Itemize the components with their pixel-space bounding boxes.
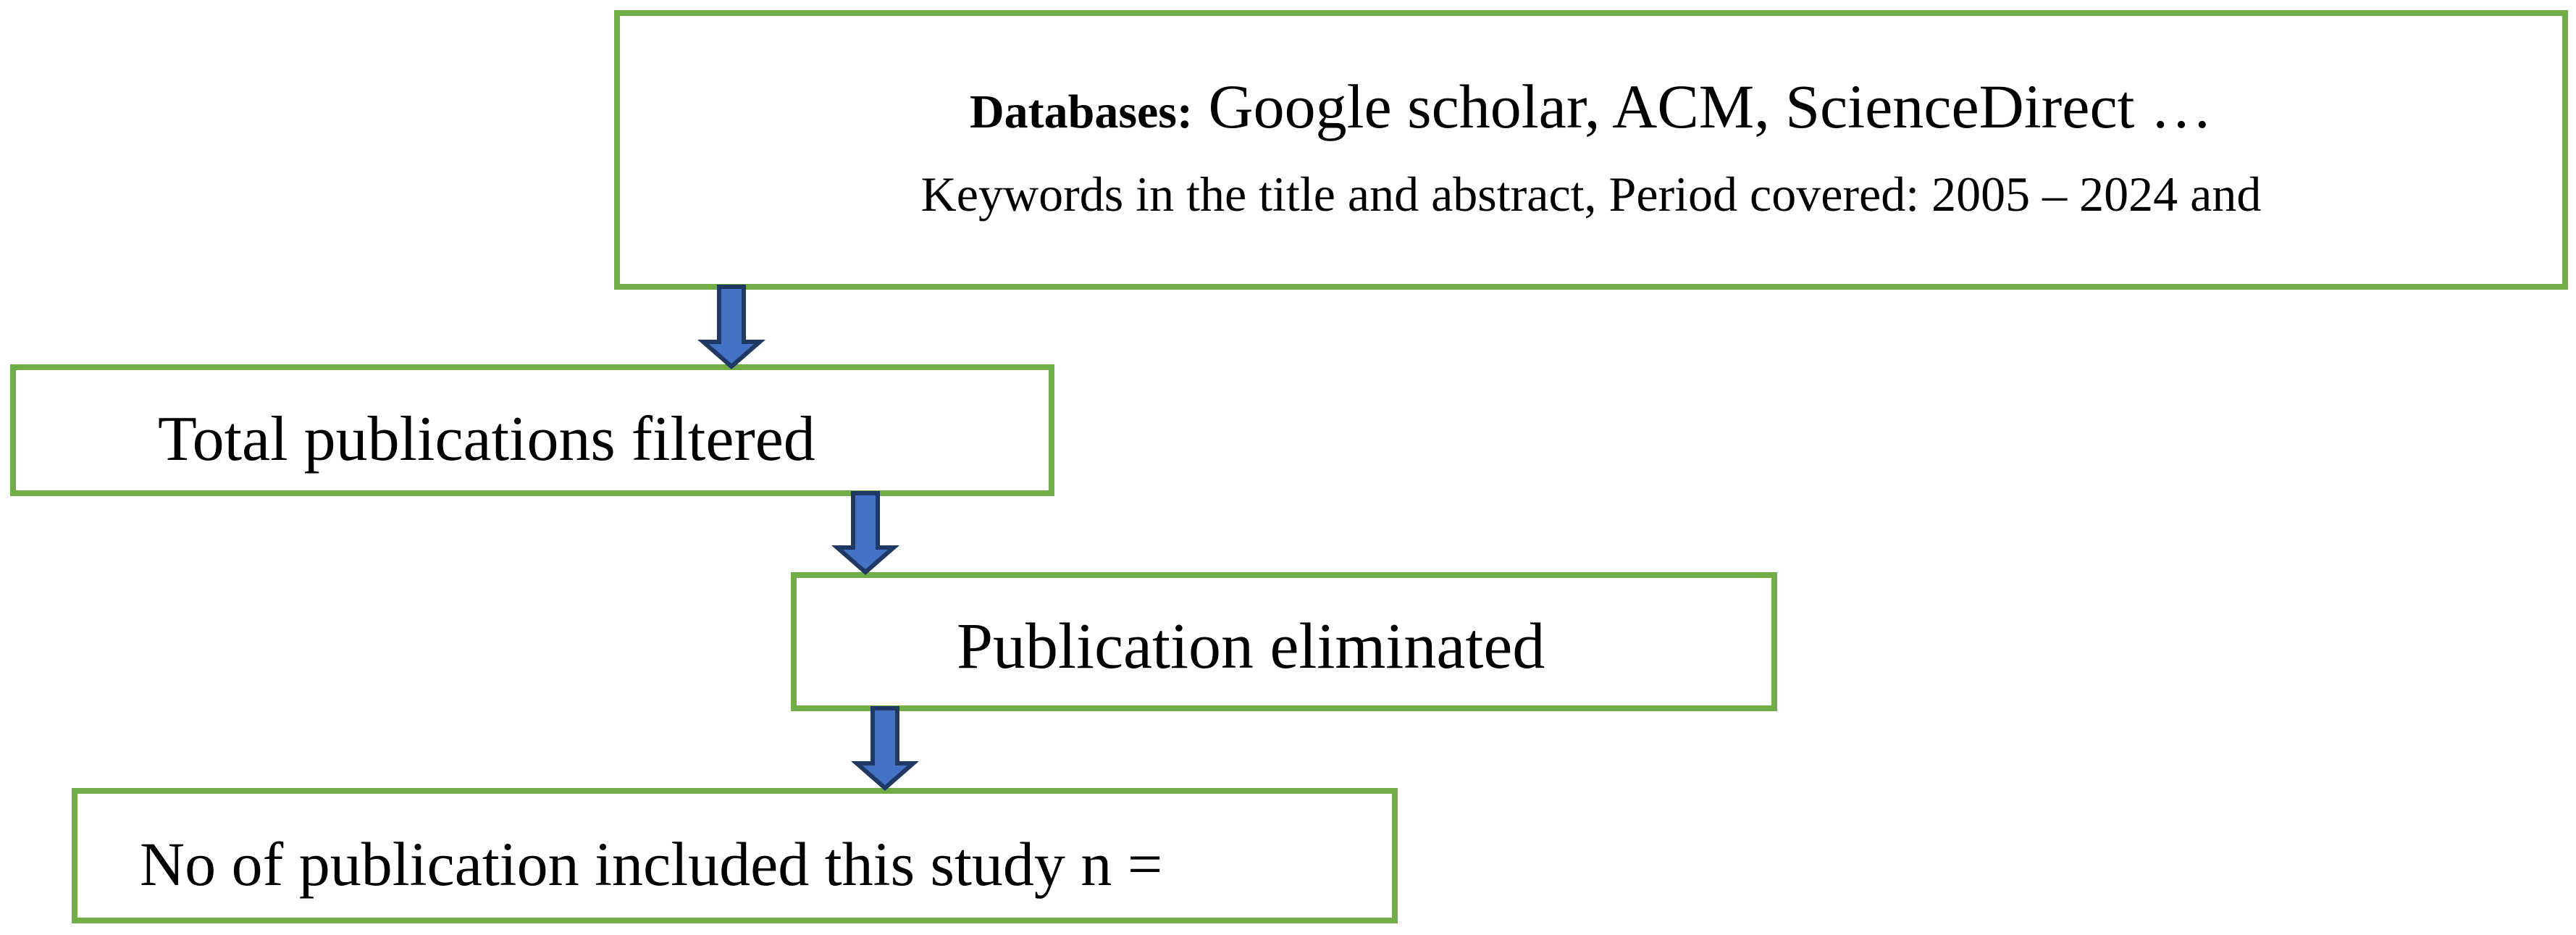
publications-included-box: No of publication included this study n …	[72, 788, 1398, 923]
publications-eliminated-text: Publication eliminated	[957, 611, 1545, 682]
total-publications-box: Total publications filtered	[10, 364, 1054, 496]
databases-box: Databases: Google scholar, ACM, ScienceD…	[614, 10, 2568, 290]
publications-included-text: No of publication included this study n …	[140, 829, 1163, 899]
databases-line: Databases: Google scholar, ACM, ScienceD…	[620, 75, 2562, 138]
arrow-databases-to-total	[697, 285, 766, 369]
search-criteria-text: Keywords in the title and abstract, Peri…	[920, 167, 2262, 222]
total-publications-text: Total publications filtered	[158, 408, 815, 474]
publications-eliminated-box: Publication eliminated	[791, 572, 1777, 711]
arrow-total-to-eliminated	[831, 491, 900, 575]
databases-label: Databases:	[969, 85, 1193, 138]
databases-sources: Google scholar, ACM, ScienceDirect …	[1192, 72, 2213, 141]
arrow-eliminated-to-included	[850, 706, 920, 791]
